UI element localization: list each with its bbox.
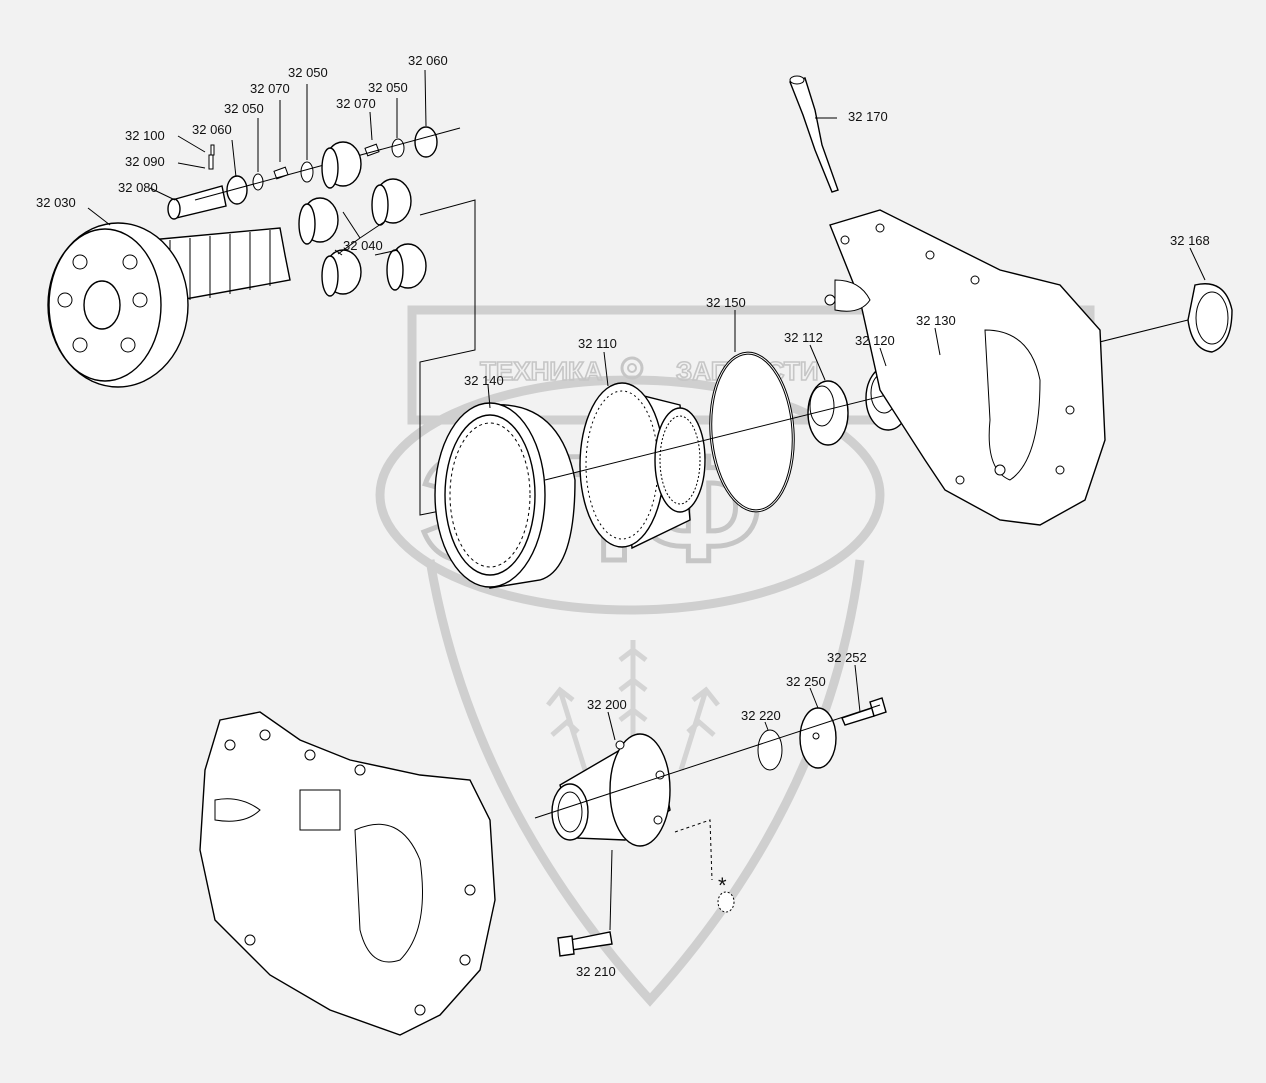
- bolt-32210-axis: [609, 849, 613, 931]
- part-number-labels: 32 030 32 080 32 090 32 100 32 060 32 05…: [36, 53, 1210, 979]
- label-32080: 32 080: [118, 180, 158, 195]
- label-32120: 32 120: [855, 333, 895, 348]
- label-32100: 32 100: [125, 128, 165, 143]
- label-asterisk: *: [718, 873, 727, 898]
- label-32170: 32 170: [848, 109, 888, 124]
- label-32130: 32 130: [916, 313, 956, 328]
- label-32110: 32 110: [578, 336, 617, 351]
- planet-gears-part: [298, 141, 427, 297]
- label-32070-left: 32 070: [250, 81, 290, 96]
- label-32050-top: 32 050: [288, 65, 328, 80]
- o-ring-32220-part: [757, 729, 783, 771]
- label-32200: 32 200: [587, 697, 627, 712]
- watermark-text-left: ТЕХНИКА: [480, 356, 603, 386]
- bolt-32210-part: [557, 931, 613, 957]
- lower-housing-part: [199, 711, 496, 1036]
- label-32112: 32 112: [784, 330, 823, 345]
- pin-32080-part: [167, 185, 227, 220]
- washer-32060-left: [226, 175, 248, 205]
- upper-housing-part: [824, 209, 1106, 526]
- pin-32090: [208, 154, 214, 170]
- watermark-gear-icon: [620, 356, 644, 380]
- label-32252: 32 252: [827, 650, 867, 665]
- label-32168: 32 168: [1170, 233, 1210, 248]
- o-ring-32150-inner: [711, 353, 793, 511]
- breather-32170-part: [789, 75, 839, 193]
- label-32060-left: 32 060: [192, 122, 232, 137]
- label-32140: 32 140: [464, 373, 504, 388]
- label-32030: 32 030: [36, 195, 76, 210]
- label-32090: 32 090: [125, 154, 165, 169]
- washer-32060-right: [414, 126, 438, 158]
- bolt-32252-part: [841, 697, 887, 726]
- disc-32250-part: [799, 707, 837, 769]
- label-32250: 32 250: [786, 674, 826, 689]
- drive-gear-part: [579, 382, 706, 550]
- cap-32168-part: [1187, 283, 1233, 353]
- washer-32050-right: [391, 138, 405, 158]
- label-32220: 32 220: [741, 708, 781, 723]
- label-32210: 32 210: [576, 964, 616, 979]
- label-32040: 32 040: [343, 238, 383, 253]
- watermark-wheat: [546, 640, 720, 771]
- output-flange-part: [551, 733, 671, 847]
- bearing-32112-part: [807, 380, 849, 446]
- label-32070-right: 32 070: [336, 96, 376, 111]
- assembly-bracket-line: [419, 199, 476, 516]
- label-32150: 32 150: [706, 295, 746, 310]
- plug-dashed-line: [674, 819, 713, 881]
- leader-lines: [87, 69, 1206, 741]
- washer-32050-mid: [300, 161, 314, 183]
- planet-carrier-part: [47, 222, 291, 388]
- ring-gear-part: [434, 402, 576, 589]
- label-32050-left: 32 050: [224, 101, 264, 116]
- pin-32100: [210, 144, 215, 156]
- label-32060-right: 32 060: [408, 53, 448, 68]
- label-32050-right: 32 050: [368, 80, 408, 95]
- flange-axis-line: [534, 704, 881, 819]
- needle-32070-right: [364, 143, 380, 157]
- plug-part: [717, 891, 735, 913]
